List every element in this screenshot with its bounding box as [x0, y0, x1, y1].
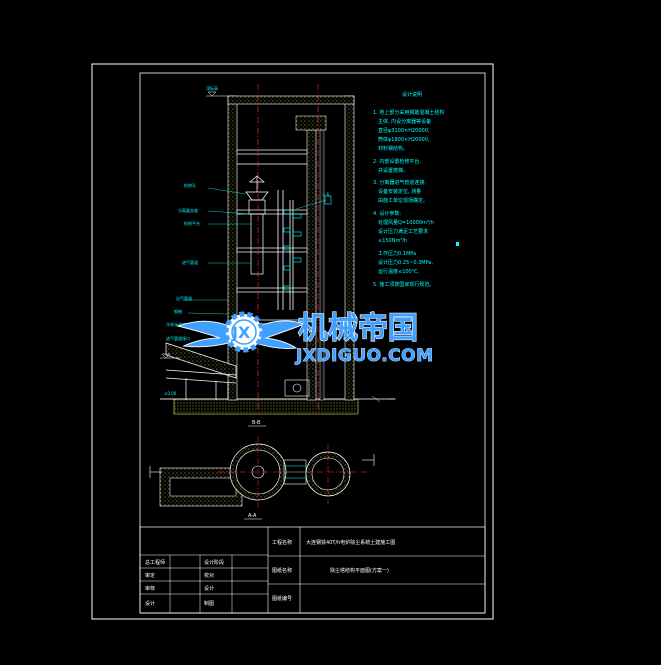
tb-number-label: 图纸编号	[272, 595, 292, 602]
callout-manhole: 人孔	[322, 191, 330, 197]
plan-section: A-A	[149, 436, 375, 520]
inlet-duct	[165, 342, 237, 400]
tb-row4-left: 设计	[145, 600, 155, 607]
watermark-logo-text: JX	[231, 323, 251, 342]
note-line: 设计压力满足工艺要求	[378, 228, 428, 235]
tb-row2-right: 校对	[204, 572, 214, 579]
watermark-wing-left	[176, 320, 239, 348]
callout-inspection-hole: 检修孔	[184, 182, 196, 188]
tb-drawing-name: 除尘塔结构平面图(方案一)	[330, 567, 389, 574]
plan-section-title: A-A	[248, 513, 257, 519]
tb-project-name: 大连钢铁40T/h电炉除尘系统土建施工图	[306, 539, 395, 546]
note-line: 2. 内部设置检修平台,	[373, 158, 421, 165]
pipe-risers	[237, 163, 307, 310]
callout-cooling-water: 冷却水进口	[166, 321, 186, 327]
callout-separator-support: 分离器支座	[178, 207, 198, 213]
tb-row4-right: 制图	[204, 600, 214, 607]
note-line: 工作压力0.1MPa	[378, 250, 416, 257]
tb-row2-left: 审定	[145, 572, 155, 579]
note-line: 筒体φ1800×H20000,	[378, 136, 430, 143]
elevation-markers	[160, 91, 228, 400]
watermark: JX 机械帝国 JXDIGUO.COM	[176, 310, 434, 366]
note-marker	[456, 242, 459, 246]
callout-ladder: 钢梯	[174, 308, 182, 314]
note-line: ≤150Nm³/h	[378, 238, 407, 244]
ground-slab	[173, 398, 359, 415]
tower-roof	[227, 95, 355, 105]
note-line: 直径φ3100×H20000,	[378, 127, 430, 134]
tb-row3-left: 审核	[145, 585, 155, 592]
callout-platform: 检修平台	[184, 220, 200, 226]
tb-row1-left: 总工程师	[145, 559, 165, 566]
elevation-section-title: B-B	[252, 420, 261, 426]
note-line: 主体, 内设分离器等设备	[378, 118, 431, 125]
outlet-duct	[284, 379, 310, 397]
plan-cut-markers	[149, 454, 375, 478]
note-line: 处理风量Q=10000m³/h	[378, 219, 434, 226]
tb-project-label: 工程名称	[272, 539, 292, 546]
elevation-section: 顶标高 ±0.00 检修孔 分离器支座 检修平台 进气管道 出气管道 钢梯 冷却…	[160, 84, 396, 427]
watermark-en-text: JXDIGUO.COM	[295, 346, 434, 366]
note-line: 运行温度≤100℃。	[378, 268, 422, 275]
ground-elevation-label: ±0.00	[164, 391, 177, 396]
tb-drawing-label: 图纸名称	[272, 567, 292, 574]
centerlines	[257, 84, 319, 410]
design-notes: 设计说明 1. 地上部分采用钢筋混凝土结构 主体, 内设分离器等设备 直径φ31…	[373, 91, 459, 288]
note-line: 4. 设计参数:	[373, 210, 401, 217]
note-line: 3. 分离器进气管道连接,	[373, 179, 426, 186]
callout-duct-connection: 进气管道接口	[166, 335, 190, 341]
callout-inlet-pipe: 进气管道	[182, 259, 198, 265]
title-block: 总工程师 设计阶段 审定 校对 审核 设计 设计 制图 工程名称 大连钢铁40T…	[139, 526, 486, 614]
note-line: 并设置爬梯。	[378, 167, 408, 174]
tower-left-wall	[227, 95, 238, 401]
notes-title: 设计说明	[402, 91, 422, 98]
separator-unit	[245, 175, 269, 275]
note-line: 设备安装定位, 测量	[378, 188, 421, 195]
note-line: 5. 施工须按国家现行规范。	[373, 281, 434, 288]
plan-centerlines	[218, 436, 370, 508]
note-line: 由施工单位现场确定。	[378, 197, 428, 204]
note-line: 设计压力0.25~0.3MPa,	[378, 259, 433, 266]
callout-outlet-pipe: 出气管道	[176, 295, 192, 301]
floor-slabs	[236, 149, 308, 325]
tb-row3-right: 设计	[204, 585, 214, 592]
note-line: 材料钢结构。	[378, 145, 408, 152]
watermark-cn-text: 机械帝国	[298, 311, 418, 346]
pipe-fittings	[283, 195, 332, 291]
tb-row1-right: 设计阶段	[204, 559, 224, 566]
outer-border	[91, 63, 494, 620]
top-elevation-label: 顶标高	[206, 85, 218, 91]
dimension-ticks	[371, 395, 396, 403]
note-line: 1. 地上部分采用钢筋混凝土结构	[373, 109, 444, 116]
